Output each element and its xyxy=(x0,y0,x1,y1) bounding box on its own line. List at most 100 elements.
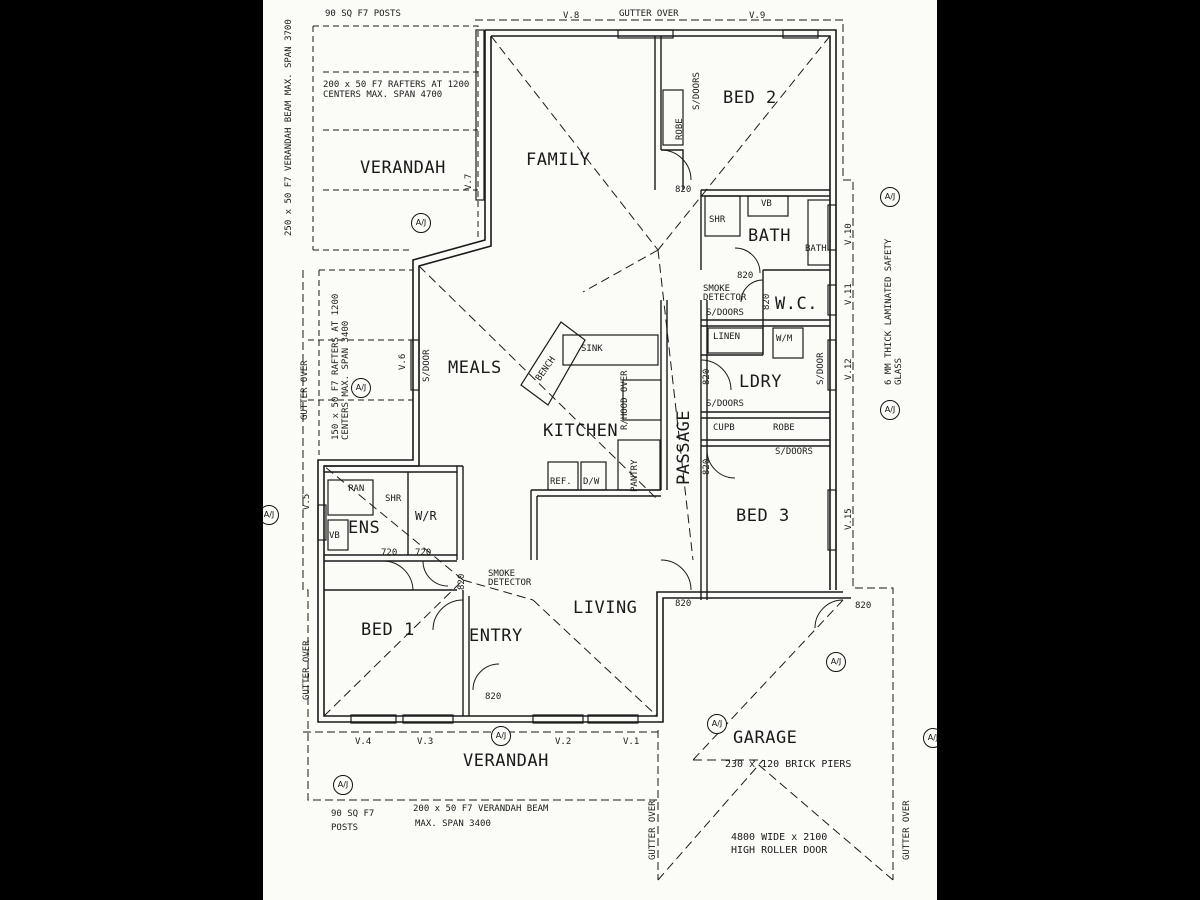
room-bed3: BED 3 xyxy=(736,506,790,526)
windows xyxy=(317,29,837,724)
sdoors-bed2-label: S/DOORS xyxy=(692,72,702,110)
note-gutter-garage-left: GUTTER OVER xyxy=(648,800,658,860)
door-size-living: 820 xyxy=(675,599,692,609)
door-size-bath: 820 xyxy=(737,271,754,281)
door-size-ldry: 820 xyxy=(702,368,712,385)
note-roller-door: 4800 WIDE x 2100 xyxy=(731,832,828,843)
linen-label: LINEN xyxy=(713,332,741,342)
aj-marker-4: A/J xyxy=(880,187,900,207)
floor-plan-drawing xyxy=(302,19,894,881)
cupb-label: CUPB xyxy=(713,423,735,433)
robe-bed3-label: ROBE xyxy=(773,423,795,433)
room-meals: MEALS xyxy=(448,358,502,378)
room-passage: PASSAGE xyxy=(674,409,694,485)
note-gutter-right: GUTTER OVER xyxy=(902,800,912,860)
ref-label: REF. xyxy=(550,477,572,487)
room-garage: GARAGE xyxy=(733,728,798,748)
room-living: LIVING xyxy=(573,598,638,618)
room-entry: ENTRY xyxy=(469,626,523,646)
note-gutter-left-lower: GUTTER OVER xyxy=(302,640,312,700)
sdoor-meals-label: S/DOOR xyxy=(422,349,432,382)
aj-marker-3: A/J xyxy=(263,505,279,525)
sdoors-bed3-label: S/DOORS xyxy=(775,447,813,457)
door-swings xyxy=(382,149,844,691)
shr-ens-label: SHR xyxy=(385,494,402,504)
dw-label: D/W xyxy=(583,477,600,487)
note-roller-door-2: HIGH ROLLER DOOR xyxy=(731,845,828,856)
window-v12: V.12 xyxy=(844,358,854,380)
aj-marker-9: A/J xyxy=(333,775,353,795)
window-v15: V.15 xyxy=(844,508,854,530)
wm-label: W/M xyxy=(776,334,793,344)
window-v4: V.4 xyxy=(355,737,372,747)
note-piers: 230 x 120 BRICK PIERS xyxy=(725,759,852,770)
window-v2: V.2 xyxy=(555,737,572,747)
note-beam-top: 250 x 50 F7 VERANDAH BEAM MAX. SPAN 3700 xyxy=(284,19,294,236)
verandah-top-outline xyxy=(308,25,479,455)
note-beam-bottom: 200 x 50 F7 VERANDAH BEAM xyxy=(413,804,549,814)
window-v9: V.9 xyxy=(749,11,766,21)
sdoors-ldry-label: S/DOORS xyxy=(706,399,744,409)
window-v11: V.11 xyxy=(844,283,854,305)
internal-walls xyxy=(324,36,830,716)
roof-hip-lines xyxy=(323,35,894,881)
floor-plan-sheet: FAMILY BED 2 BATH W.C. MEALS KITCHEN PAS… xyxy=(263,0,937,900)
aj-marker-7: A/J xyxy=(707,714,727,734)
sink-label: SINK xyxy=(581,344,603,354)
door-size-wc: 820 xyxy=(762,293,772,310)
verandah-bottom: VERANDAH xyxy=(463,751,549,771)
door-size-ens: 720 xyxy=(381,548,398,558)
aj-marker-6: A/J xyxy=(826,652,846,672)
room-wc: W.C. xyxy=(775,294,818,314)
sdoors-linen-label: S/DOORS xyxy=(706,308,744,318)
note-gutter-top: GUTTER OVER xyxy=(619,9,679,19)
kitchen-bench xyxy=(520,321,662,491)
door-size-garage: 820 xyxy=(855,601,872,611)
note-posts-bottom: 90 SQ F7 xyxy=(331,809,375,819)
aj-marker-8: A/J xyxy=(491,726,511,746)
window-v10: V.10 xyxy=(844,223,854,245)
window-v3: V.3 xyxy=(417,737,434,747)
aj-marker-5: A/J xyxy=(880,400,900,420)
window-v6: V.6 xyxy=(398,353,408,370)
aj-marker-10: A/J xyxy=(923,728,937,748)
smoke-detector-2: SMOKE DETECTOR xyxy=(488,569,532,588)
room-bed2: BED 2 xyxy=(723,88,777,108)
bath-fixtures xyxy=(327,89,831,551)
note-gutter-left: GUTTER OVER xyxy=(300,360,310,420)
door-size-wir: 720 xyxy=(415,548,432,558)
verandah-top: VERANDAH xyxy=(360,158,446,178)
window-v8: V.8 xyxy=(563,11,580,21)
note-rafters-mid: 150 x 50 F7 RAFTERS AT 1200 CENTERS MAX.… xyxy=(331,293,352,440)
vb-ens-label: VB xyxy=(329,531,340,541)
rhood-label: R/HOOD OVER xyxy=(620,370,630,430)
window-v7: V.7 xyxy=(464,173,474,190)
shr-bath-label: SHR xyxy=(709,215,726,225)
room-ens: ENS xyxy=(348,518,381,538)
room-kitchen: KITCHEN xyxy=(543,421,619,441)
aj-marker-1: A/J xyxy=(411,213,431,233)
sdoors-ldry-side-label: S/DOOR xyxy=(816,352,826,385)
note-posts-bottom-2: POSTS xyxy=(331,823,359,833)
robe-bed2-label: ROBE xyxy=(675,118,685,140)
door-size-entry-hall: 820 xyxy=(457,573,467,590)
pan-label: PAN xyxy=(348,484,365,494)
vb-bath-label: VB xyxy=(761,199,772,209)
door-size-bed3: 820 xyxy=(702,458,712,475)
room-bath: BATH xyxy=(748,226,791,246)
window-v5: V.5 xyxy=(302,493,312,510)
aj-marker-2: A/J xyxy=(351,378,371,398)
note-posts-top: 90 SQ F7 POSTS xyxy=(325,9,401,19)
room-ldry: LDRY xyxy=(739,372,782,392)
room-bed1: BED 1 xyxy=(361,620,415,640)
window-v1: V.1 xyxy=(623,737,640,747)
note-rafters-top: 200 x 50 F7 RAFTERS AT 1200 CENTERS MAX.… xyxy=(323,80,470,101)
room-wir: W/R xyxy=(415,509,437,523)
door-size-front: 820 xyxy=(485,692,502,702)
room-family: FAMILY xyxy=(526,150,591,170)
note-glass: 6 MM THICK LAMINATED SAFETY GLASS xyxy=(884,238,904,385)
door-size-bed2: 820 xyxy=(675,185,692,195)
smoke-detector-1: SMOKE DETECTOR xyxy=(703,284,747,303)
gutter-lines xyxy=(302,19,894,880)
bath-tub-label: BATH xyxy=(805,244,827,254)
